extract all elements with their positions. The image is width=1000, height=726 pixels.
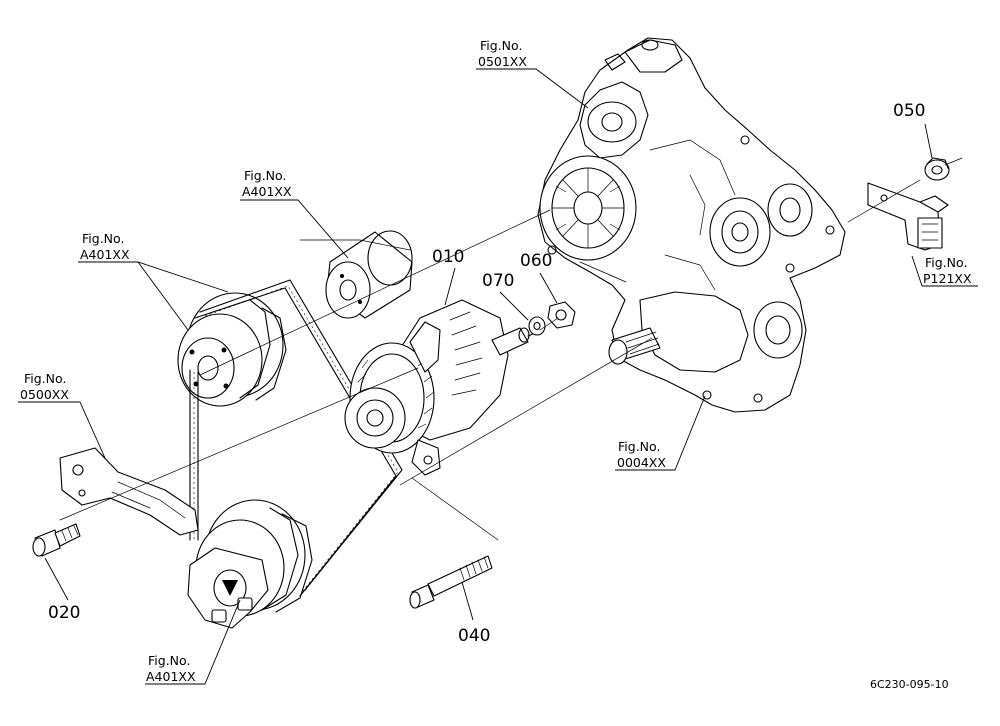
fig-ref-bracket-line2: 0500XX xyxy=(20,387,69,402)
engine-gear-case xyxy=(537,37,846,413)
fig-ref-crank-pulley-line2: A401XX xyxy=(146,669,196,684)
idler-pulley xyxy=(325,230,413,319)
fan-pulley xyxy=(177,292,287,407)
assembly-lines xyxy=(59,157,963,541)
fig-ref-right-bracket-line1: Fig.No. xyxy=(925,255,967,270)
fig-ref-bracket-line1: Fig.No. xyxy=(24,371,66,386)
washer-070 xyxy=(528,316,546,336)
part-label-040: 040 xyxy=(458,626,490,646)
fig-ref-water-pump-line1: Fig.No. xyxy=(480,38,522,53)
fig-ref-gear-case-line1: Fig.No. xyxy=(618,439,660,454)
fig-ref-idler-line1: Fig.No. xyxy=(244,168,286,183)
bolt-020 xyxy=(32,523,81,557)
leader-lines xyxy=(18,68,978,685)
part-label-020: 020 xyxy=(48,603,80,623)
part-label-070: 070 xyxy=(482,271,514,291)
nut-050 xyxy=(924,157,950,181)
part-label-050: 050 xyxy=(893,101,925,121)
part-label-010: 010 xyxy=(432,247,464,267)
nut-060 xyxy=(547,301,576,329)
adjusting-bracket xyxy=(59,447,199,536)
figure-references: Fig.No. 0501XX Fig.No. A401XX Fig.No. A4… xyxy=(20,38,972,684)
part-label-060: 060 xyxy=(520,251,552,271)
fig-ref-gear-case-line2: 0004XX xyxy=(617,455,666,470)
drawing-code: 6C230-095-10 xyxy=(870,678,949,691)
alternator-010 xyxy=(344,299,539,476)
right-bracket xyxy=(867,182,949,251)
fig-ref-idler-line2: A401XX xyxy=(242,184,292,199)
fig-ref-fan-pulley-line2: A401XX xyxy=(80,247,130,262)
fig-ref-crank-pulley-line1: Fig.No. xyxy=(148,653,190,668)
fig-ref-water-pump-line2: 0501XX xyxy=(478,54,527,69)
part-number-labels: 010 020 040 050 060 070 xyxy=(48,101,925,646)
bolt-040 xyxy=(409,555,493,609)
fig-ref-right-bracket-line2: P121XX xyxy=(923,271,972,286)
fig-ref-fan-pulley-line1: Fig.No. xyxy=(82,231,124,246)
crank-pulley xyxy=(187,499,313,629)
